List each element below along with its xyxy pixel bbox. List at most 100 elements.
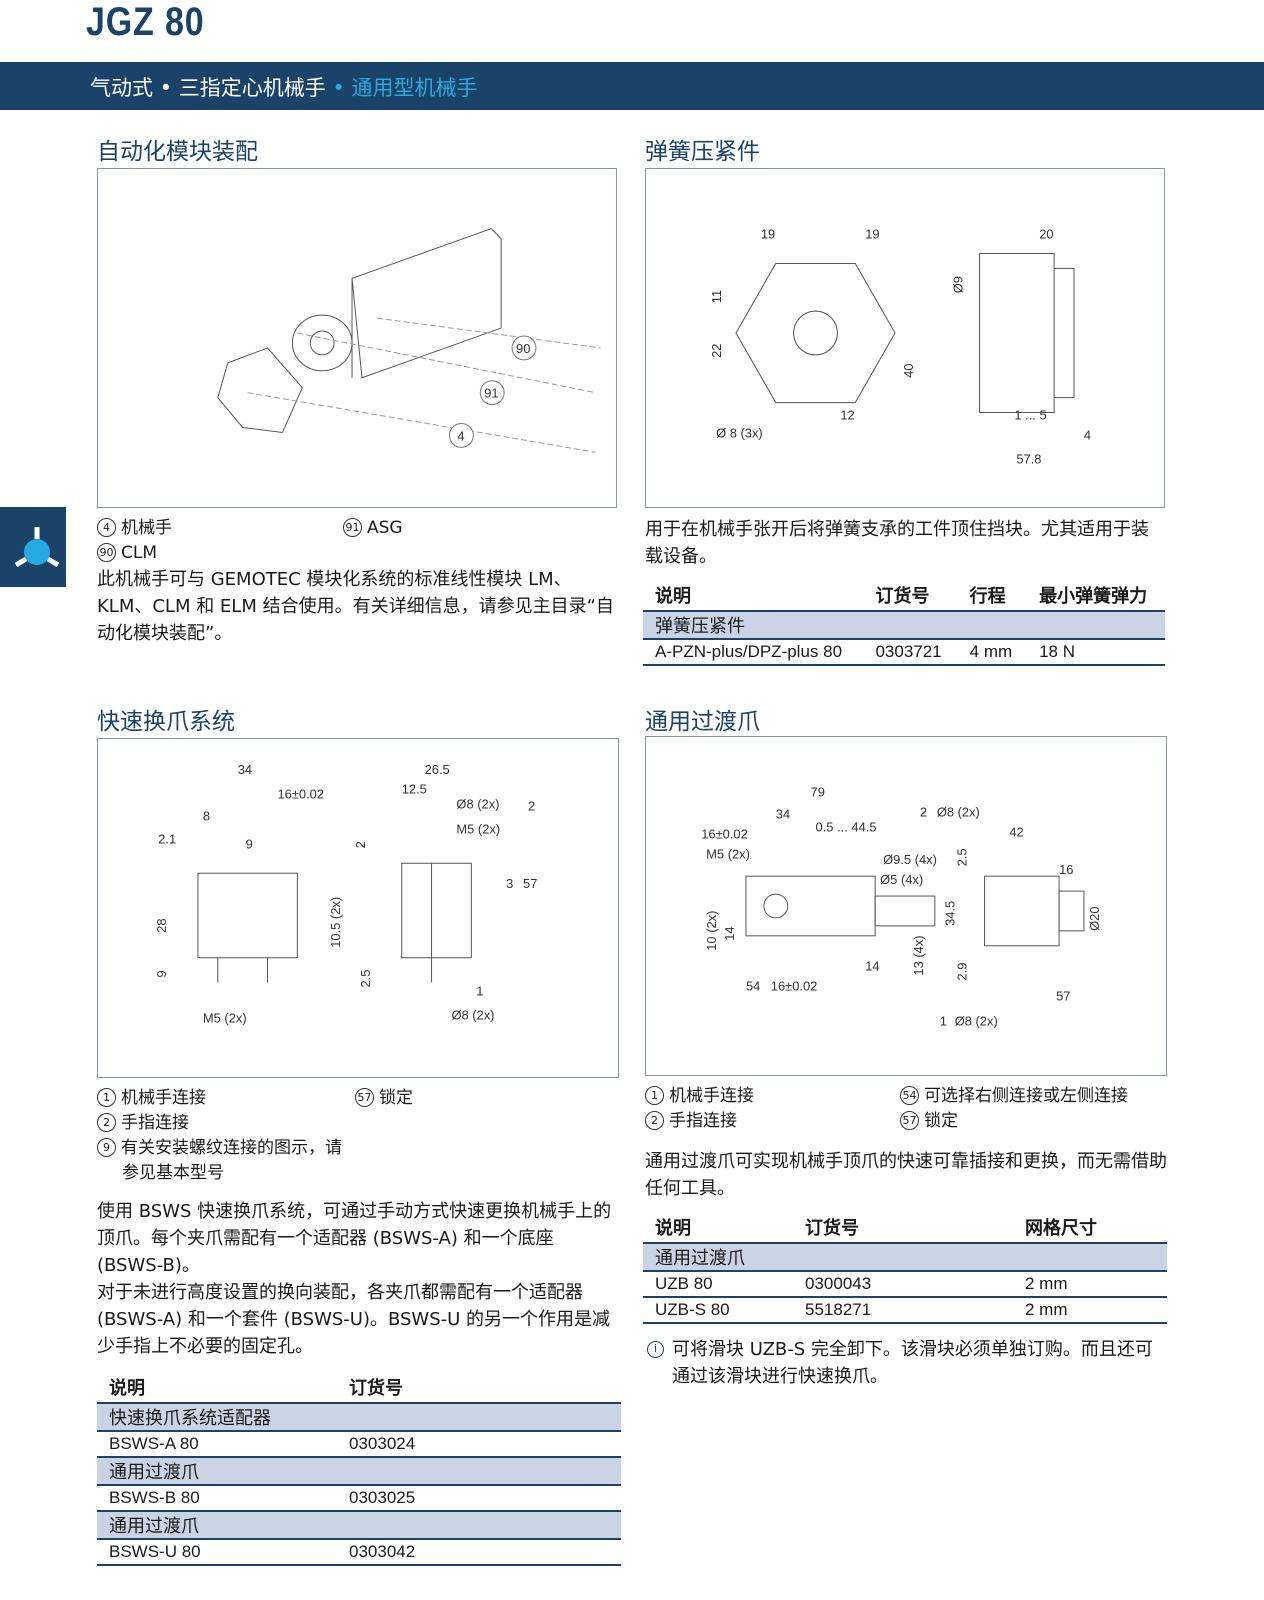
- svg-text:9: 9: [154, 970, 169, 977]
- svg-text:Ø9: Ø9: [951, 276, 966, 293]
- svg-text:2.1: 2.1: [158, 831, 176, 846]
- svg-text:2.5: 2.5: [358, 970, 373, 988]
- svg-text:Ø 8 (3x): Ø 8 (3x): [716, 425, 763, 440]
- product-title: JGZ 80: [86, 0, 205, 44]
- spring-dimension-labels: 19 19 20 11 22 40 Ø9 12 Ø 8 (3x) 1 ... 5 4 57.8: [709, 227, 1091, 467]
- category-text: 气动式 • 三指定心机械手: [90, 76, 326, 100]
- svg-text:9: 9: [246, 836, 253, 851]
- section-title-quick-change: 快速换爪系统: [97, 709, 235, 735]
- section-title-automation: 自动化模块装配: [97, 139, 258, 165]
- svg-text:3: 3: [506, 876, 513, 891]
- quick-description-2: 对于未进行高度设置的换向装配，各夹爪都需配有一个适配器 (BSWS-A) 和一个…: [97, 1282, 611, 1357]
- svg-text:57.8: 57.8: [1016, 451, 1041, 466]
- spring-drawing: 19 19 20 11 22 40 Ø9 12 Ø 8 (3x) 1 ... 5 4 57.8: [645, 168, 1165, 508]
- svg-text:Ø8 (2x): Ø8 (2x): [451, 1007, 494, 1022]
- svg-text:M5 (2x): M5 (2x): [706, 846, 750, 861]
- svg-text:13 (4x): 13 (4x): [911, 935, 926, 975]
- svg-text:M5 (2x): M5 (2x): [203, 1010, 247, 1025]
- svg-text:57: 57: [523, 876, 537, 891]
- svg-text:11: 11: [709, 290, 724, 303]
- svg-text:10.5 (2x): 10.5 (2x): [328, 897, 343, 948]
- spring-description: 用于在机械手张开后将弹簧支承的工件顶住挡块。尤其适用于装载设备。: [645, 519, 1149, 567]
- svg-text:Ø9.5 (4x): Ø9.5 (4x): [883, 852, 937, 867]
- svg-text:14: 14: [722, 926, 737, 940]
- svg-text:26.5: 26.5: [425, 762, 450, 777]
- svg-text:34.5: 34.5: [943, 901, 958, 926]
- svg-text:19: 19: [865, 227, 879, 242]
- svg-text:1: 1: [940, 1013, 947, 1028]
- svg-text:2: 2: [920, 805, 927, 820]
- svg-text:M5 (2x): M5 (2x): [456, 821, 500, 836]
- svg-text:Ø20: Ø20: [1087, 906, 1102, 930]
- svg-text:16: 16: [1059, 862, 1073, 877]
- svg-text:10 (2x): 10 (2x): [704, 911, 719, 951]
- callout-91: 91: [484, 386, 498, 401]
- universal-drawing: 79 34 0.5 ... 44.5 16±0.02 M5 (2x) Ø9.5 (4x)…: [645, 736, 1167, 1076]
- svg-text:8: 8: [203, 809, 210, 824]
- svg-text:42: 42: [1009, 824, 1023, 839]
- svg-text:1: 1: [476, 983, 483, 998]
- svg-text:34: 34: [776, 807, 790, 822]
- svg-text:40: 40: [901, 363, 916, 377]
- svg-text:Ø5 (4x): Ø5 (4x): [880, 872, 923, 887]
- svg-text:2: 2: [528, 799, 535, 814]
- callout-90: 90: [516, 341, 530, 356]
- svg-text:16±0.02: 16±0.02: [277, 787, 324, 802]
- svg-text:0.5 ... 44.5: 0.5 ... 44.5: [816, 819, 877, 834]
- universal-description: 通用过渡爪可实现机械手顶爪的快速可靠插接和更换，而无需借助任何工具。: [645, 1151, 1167, 1199]
- universal-dimension-labels: 79 34 0.5 ... 44.5 16±0.02 M5 (2x) Ø9.5 (4x)…: [701, 785, 1102, 1029]
- svg-text:4: 4: [1084, 427, 1091, 442]
- svg-text:1 ... 5: 1 ... 5: [1014, 408, 1046, 423]
- callout-4: 4: [457, 428, 464, 443]
- svg-text:57: 57: [1056, 988, 1070, 1003]
- category-highlight: • 通用型机械手: [325, 76, 478, 100]
- svg-text:12: 12: [840, 408, 854, 423]
- svg-text:34: 34: [238, 762, 252, 777]
- svg-text:2.9: 2.9: [955, 963, 970, 981]
- spring-table: 说明订货号行程最小弹簧弹力 弹簧压紧件 A-PZN-plus/DPZ-plus …: [643, 582, 1165, 666]
- svg-text:20: 20: [1039, 227, 1053, 242]
- svg-text:19: 19: [761, 227, 775, 242]
- three-finger-gripper-icon: [14, 527, 60, 568]
- svg-text:16±0.02: 16±0.02: [701, 826, 748, 841]
- automation-drawing: 90 91 4: [97, 168, 617, 508]
- svg-text:2.5: 2.5: [955, 848, 970, 866]
- svg-text:2: 2: [353, 841, 368, 848]
- gripper-category-tab: [0, 507, 66, 587]
- svg-text:22: 22: [709, 344, 724, 358]
- section-title-spring: 弹簧压紧件: [645, 139, 760, 165]
- svg-text:Ø8 (2x): Ø8 (2x): [955, 1013, 998, 1028]
- svg-text:Ø8 (2x): Ø8 (2x): [456, 797, 499, 812]
- svg-text:Ø8 (2x): Ø8 (2x): [937, 805, 980, 820]
- quick-description-1: 使用 BSWS 快速换爪系统，可通过手动方式快速更换机械手上的顶爪。每个夹爪需配…: [97, 1201, 612, 1276]
- category-band: 气动式 • 三指定心机械手 • 通用型机械手: [0, 62, 1264, 110]
- svg-text:16±0.02: 16±0.02: [771, 979, 818, 994]
- svg-text:79: 79: [811, 785, 825, 800]
- section-title-universal: 通用过渡爪: [645, 709, 760, 735]
- info-icon: i: [647, 1341, 664, 1358]
- svg-text:54: 54: [746, 979, 760, 994]
- svg-text:12.5: 12.5: [402, 782, 427, 797]
